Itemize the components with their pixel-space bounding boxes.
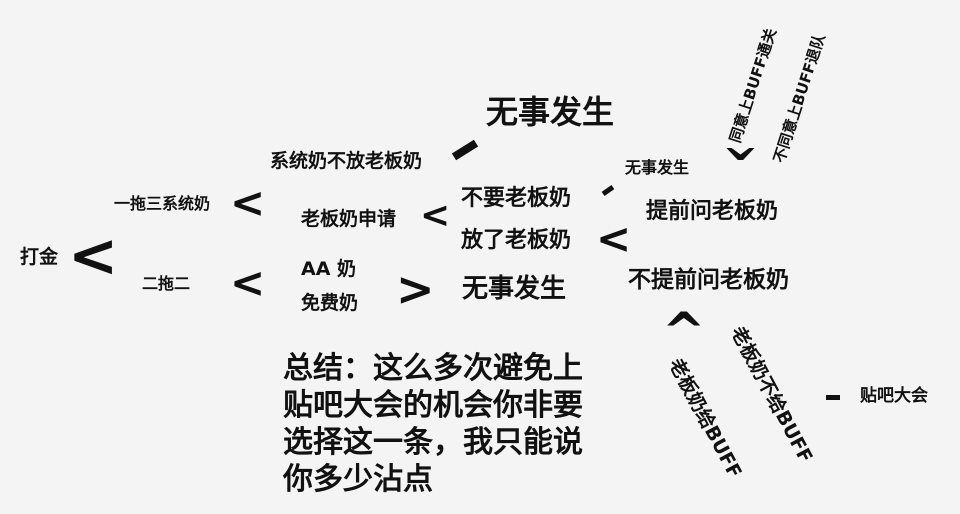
less-than-symbol: < [420, 195, 451, 236]
node-bugei: 老板奶不给BUFF [726, 323, 817, 467]
summary-line: 贴吧大会的机会你非要 [283, 388, 583, 423]
greater-than-symbol: > [396, 262, 435, 316]
node-yituo: 一拖三系统奶 [114, 194, 211, 213]
caret-symbol: ^ [662, 302, 706, 362]
summary-line: 选择这一条，我只能说 [283, 425, 583, 460]
less-than-symbol: < [230, 178, 266, 227]
node-wushi-mid: 无事发生 [462, 274, 567, 304]
connector-dash [826, 395, 840, 400]
node-ertuo: 二拖二 [142, 274, 191, 293]
node-tieba: 贴吧大会 [860, 386, 928, 406]
summary-line: 你多少沾点 [283, 462, 433, 497]
node-butongyi: 不同意上BUFF退队 [770, 31, 829, 165]
node-butiqian: 不提前问老板奶 [628, 267, 789, 293]
summary-line: 总结：这么多次避免上 [283, 351, 583, 386]
node-tiqian: 提前问老板奶 [646, 199, 779, 224]
node-mianfei: 免费奶 [301, 292, 359, 314]
node-xitong: 系统奶不放老板奶 [270, 150, 423, 172]
less-than-symbol: < [596, 214, 632, 263]
node-aa: AA 奶 [301, 258, 357, 280]
node-shenqing: 老板奶申请 [301, 208, 397, 230]
node-wushi-top: 无事发生 [486, 93, 615, 131]
connector-dash [601, 185, 615, 196]
connector-dash [451, 139, 479, 161]
summary-text: 总结：这么多次避免上 贴吧大会的机会你非要 选择这一条，我只能说 你多少沾点 [283, 350, 623, 498]
node-dajin: 打金 [20, 246, 59, 268]
node-fangle: 放了老板奶 [461, 228, 572, 253]
node-wushi-small: 无事发生 [625, 158, 690, 177]
node-buyao: 不要老板奶 [461, 186, 572, 211]
node-gei: 老板奶给BUFF [664, 355, 746, 482]
less-than-symbol: < [68, 221, 119, 291]
less-than-symbol: < [230, 258, 266, 307]
